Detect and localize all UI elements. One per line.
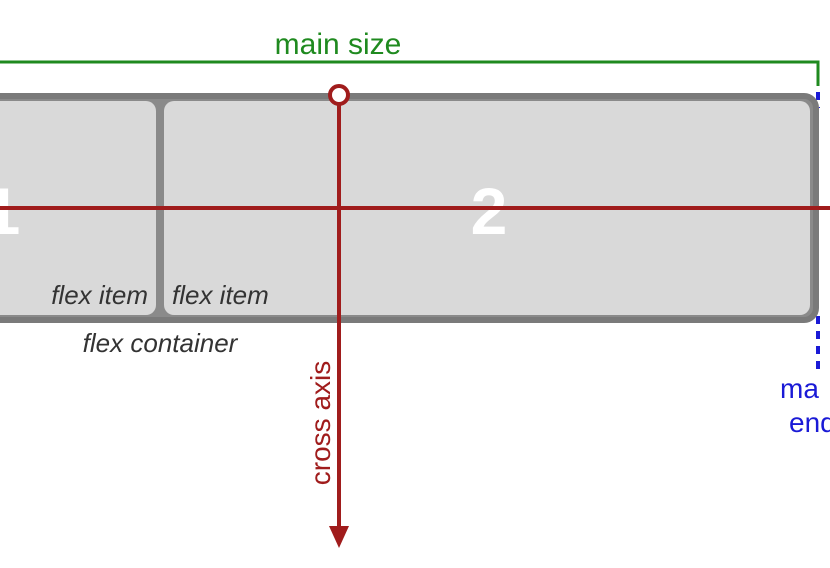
main-size-bracket — [0, 60, 820, 86]
flex-item-1-number: 1 — [0, 174, 20, 248]
main-size-label: main size — [275, 28, 402, 61]
flex-item-1-label: flex item — [51, 280, 148, 310]
cross-start-marker — [328, 84, 350, 106]
cross-axis-arrowhead — [329, 526, 349, 548]
flex-item-2-label: flex item — [172, 280, 269, 310]
cross-axis-label: cross axis — [305, 361, 336, 485]
main-end-label-line2: end — [789, 407, 830, 438]
flex-item-2-number: 2 — [471, 174, 508, 248]
flex-container-label: flex container — [83, 328, 239, 358]
main-end-label-line1: ma — [780, 373, 819, 404]
